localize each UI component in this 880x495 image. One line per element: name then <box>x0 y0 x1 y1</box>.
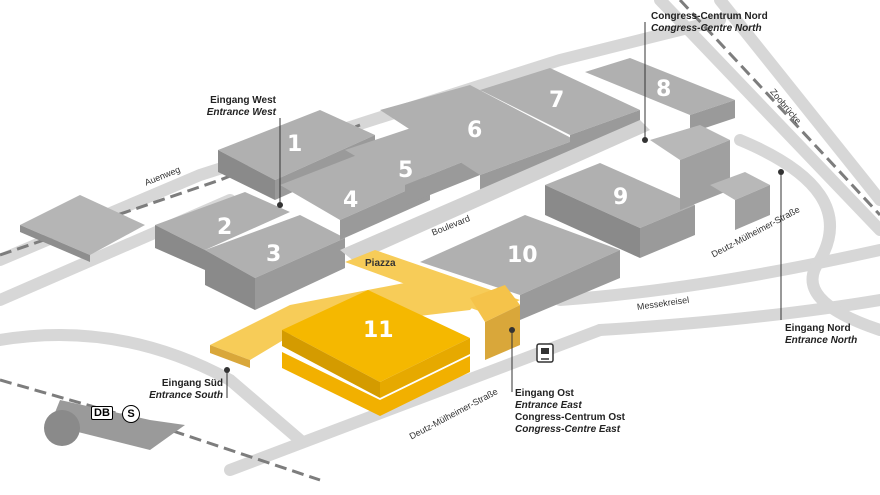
hall-8-label[interactable]: 8 <box>656 77 672 102</box>
hall-4-label[interactable]: 4 <box>343 188 359 213</box>
congress-north-label: Congress-Centrum Nord Congress-Centre No… <box>651 11 768 35</box>
entrance-east-en: Entrance East <box>515 400 582 411</box>
hall-3-block <box>205 215 345 278</box>
hall-2-block <box>155 192 290 250</box>
congress-north-de: Congress-Centrum Nord <box>651 11 768 22</box>
entrance-west-label: Eingang West Entrance West <box>190 95 276 119</box>
hall-6-block <box>380 85 575 175</box>
entrance-east-de: Eingang Ost <box>515 388 574 399</box>
db-station-icon: DB <box>91 406 113 420</box>
congress-north-block <box>650 125 730 160</box>
pointer-lines <box>226 22 782 398</box>
entrance-north-de: Eingang Nord <box>785 323 851 334</box>
hall-10-block <box>420 215 620 295</box>
hall-west-annex <box>20 195 145 255</box>
entrance-south-label: Eingang Süd Entrance South <box>140 378 223 402</box>
road-network <box>0 0 880 476</box>
entrance-west-en: Entrance West <box>206 107 276 118</box>
s-bahn-icon: S <box>122 405 140 423</box>
congress-north-en: Congress-Centre North <box>651 23 762 34</box>
hall-1-block <box>218 110 375 180</box>
hall-9-block <box>545 163 695 228</box>
station-building <box>44 400 185 450</box>
hall-11-block <box>282 290 470 382</box>
hall-11-label[interactable]: 11 <box>363 318 394 343</box>
hall-8-block <box>585 58 735 115</box>
hall-9-label[interactable]: 9 <box>613 185 629 210</box>
hall-blocks <box>20 58 770 320</box>
hall-7-block <box>480 68 640 135</box>
tram-stop-icon <box>536 343 554 363</box>
hall-1-label[interactable]: 1 <box>287 132 303 157</box>
entrance-east-label: Eingang Ost Entrance East Congress-Centr… <box>515 388 625 436</box>
hall-5-label[interactable]: 5 <box>398 158 414 183</box>
piazza-label: Piazza <box>365 258 396 269</box>
hall-6-label[interactable]: 6 <box>467 118 483 143</box>
hall-10-label[interactable]: 10 <box>507 243 538 268</box>
entrance-south-de: Eingang Süd <box>161 378 223 389</box>
congress-east-en: Congress-Centre East <box>515 424 621 435</box>
entrance-north-label: Eingang Nord Entrance North <box>785 323 857 347</box>
entrance-south-en: Entrance South <box>149 390 223 401</box>
boulevard-path <box>340 120 650 262</box>
entrance-west-de: Eingang West <box>210 95 276 106</box>
highlighted-area <box>210 250 520 416</box>
congress-east-de: Congress-Centrum Ost <box>515 412 626 423</box>
hall-7-label[interactable]: 7 <box>549 88 565 113</box>
hall-2-label[interactable]: 2 <box>217 215 233 240</box>
hall-3-label[interactable]: 3 <box>266 242 282 267</box>
entrance-north-en: Entrance North <box>785 335 858 346</box>
